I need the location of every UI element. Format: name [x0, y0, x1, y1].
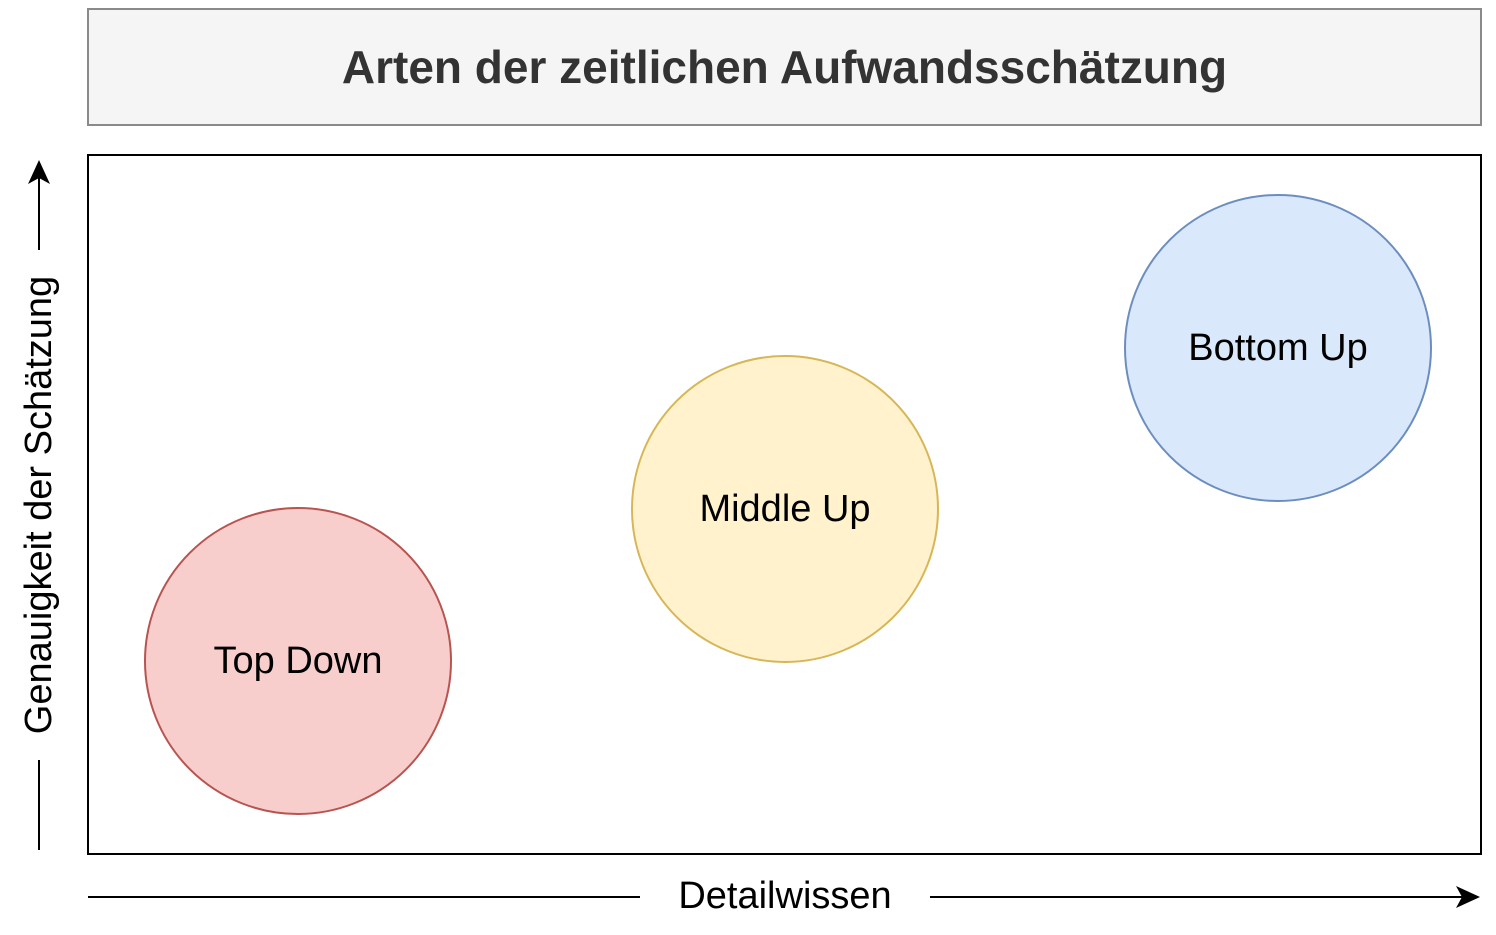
bubble-bottom-up: Bottom Up: [1124, 194, 1432, 502]
y-axis-label: Genauigkeit der Schätzung: [16, 250, 62, 760]
bubble-label-bottom-up: Bottom Up: [1188, 326, 1368, 369]
bubble-top-down: Top Down: [144, 507, 452, 815]
bubble-label-middle-up: Middle Up: [699, 487, 871, 530]
bubble-middle-up: Middle Up: [631, 355, 939, 663]
x-axis-label: Detailwissen: [640, 873, 930, 919]
bubble-label-top-down: Top Down: [213, 639, 383, 682]
x-axis-arrow-icon: [1456, 886, 1480, 908]
title-box: Arten der zeitlichen Aufwandsschätzung: [87, 8, 1482, 126]
diagram-title: Arten der zeitlichen Aufwandsschätzung: [341, 41, 1228, 93]
y-axis-arrow-icon: [28, 160, 50, 184]
